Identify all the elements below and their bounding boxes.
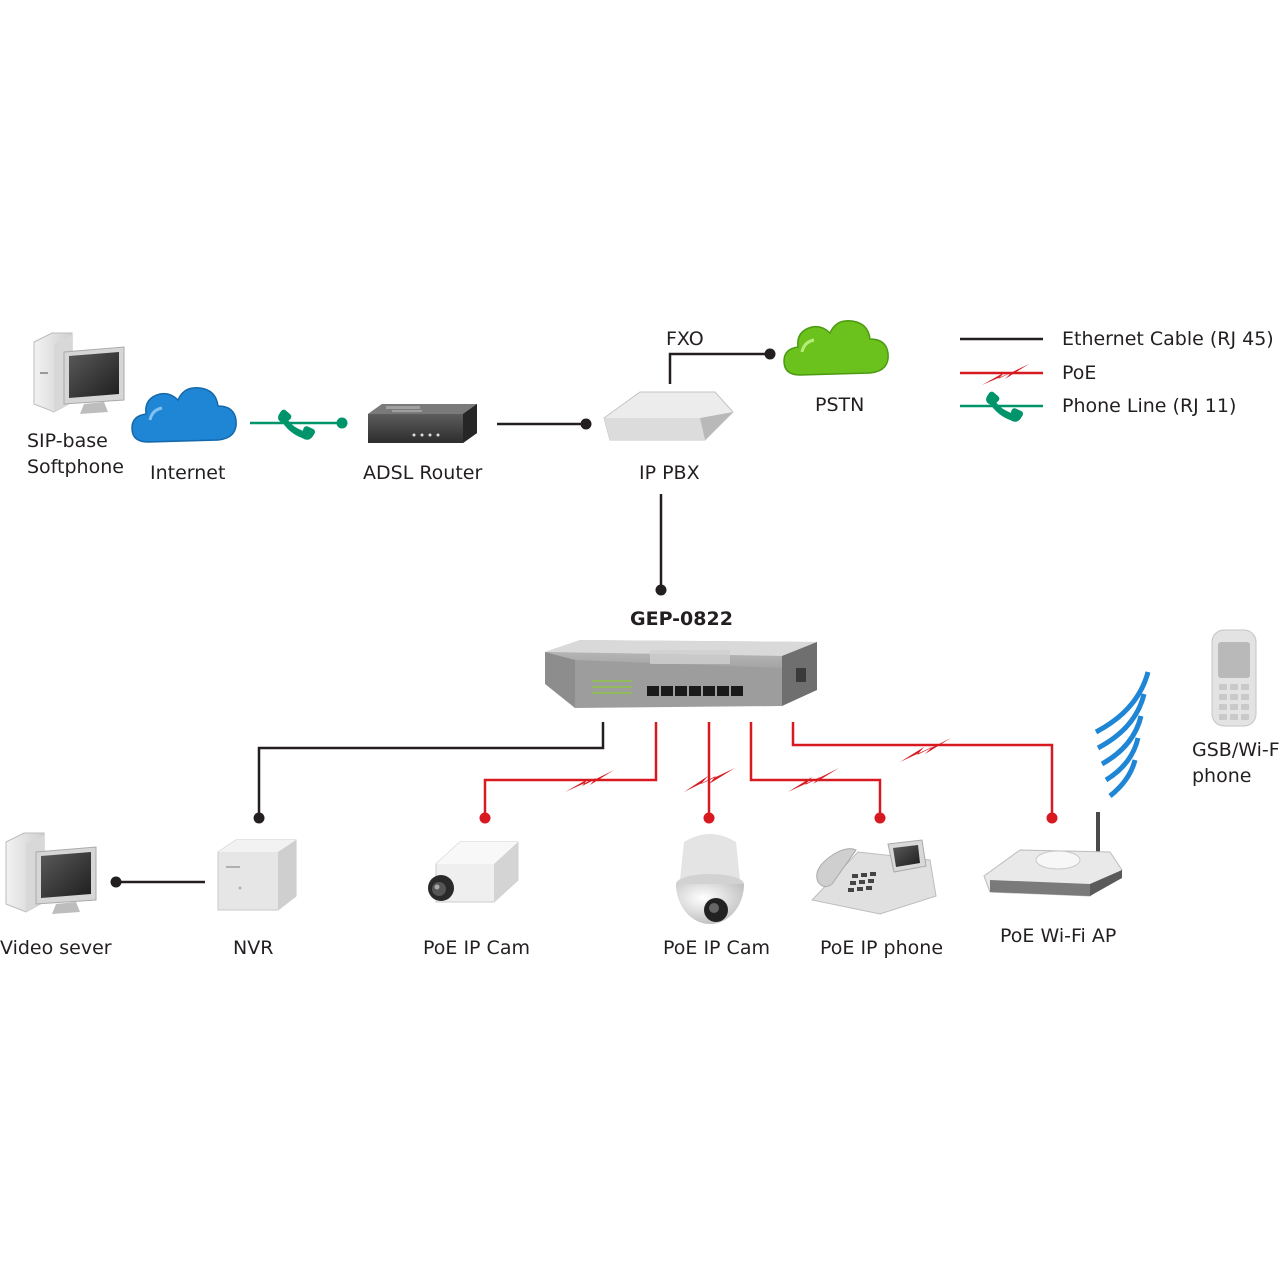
node-switch: GEP-0822 (545, 608, 817, 708)
ip-cam-dome-label: PoE IP Cam (663, 937, 770, 959)
desk-phone-icon (811, 839, 937, 915)
cloud-icon (783, 320, 889, 376)
mobile-phone-label-line2: phone (1192, 765, 1251, 787)
node-ip-phone: PoE IP phone (811, 839, 943, 959)
wifi-signal-icon (1094, 671, 1151, 798)
phone-line-internet-router (250, 409, 348, 440)
poe-switch-box-cam (479, 722, 658, 824)
ip-cam-box-label: PoE IP Cam (423, 937, 530, 959)
lightning-icon (788, 768, 839, 792)
fxo-label: FXO (666, 328, 704, 350)
ip-pbx-label: IP PBX (639, 462, 700, 484)
wifi-ap-label: PoE Wi-Fi AP (1000, 925, 1116, 947)
switch-label: GEP-0822 (630, 608, 733, 630)
node-wifi-ap: PoE Wi-Fi AP (983, 812, 1123, 947)
lightning-icon (982, 364, 1029, 385)
legend-phone-label: Phone Line (RJ 11) (1062, 395, 1236, 417)
cloud-icon (131, 387, 237, 443)
poe-switch-wifi-ap (791, 722, 1058, 824)
wireless-ap-icon (983, 812, 1123, 897)
desktop-computer-icon (5, 832, 97, 914)
poe-switch-ip-phone (749, 722, 886, 824)
ethernet-ports (647, 686, 743, 696)
status-leds (592, 680, 632, 694)
connections (110, 348, 1058, 888)
keypad (848, 872, 876, 892)
lightning-icon (900, 738, 951, 762)
ethernet-switch-nvr (253, 722, 605, 824)
legend-poe-label: PoE (1062, 362, 1096, 384)
legend: Ethernet Cable (RJ 45) PoE Phone Line (R… (960, 328, 1274, 422)
softphone-label-line2: Softphone (27, 456, 124, 478)
router-icon (368, 404, 477, 443)
node-softphone: SIP-base Softphone (27, 332, 125, 478)
legend-poe-line (960, 364, 1043, 385)
lightning-icon (684, 768, 735, 792)
node-mobile-phone: GSB/Wi-Fi phone (1192, 629, 1280, 787)
desktop-computer-icon (33, 332, 125, 414)
poe-switch-icon (545, 640, 817, 708)
node-ip-cam-dome: PoE IP Cam (663, 834, 770, 959)
legend-ethernet-label: Ethernet Cable (RJ 45) (1062, 328, 1274, 350)
node-nvr: NVR (217, 839, 297, 959)
node-pstn: PSTN (783, 320, 889, 416)
mobile-phone-icon (1211, 629, 1257, 727)
ethernet-router-pbx (497, 418, 592, 430)
ethernet-videoserver-nvr (110, 876, 205, 888)
internet-label: Internet (150, 462, 225, 484)
brand-logo (796, 668, 806, 682)
box-camera-icon (428, 841, 519, 903)
lightning-icon (565, 770, 614, 792)
ip-phone-label: PoE IP phone (820, 937, 943, 959)
pstn-label: PSTN (815, 394, 864, 416)
softphone-label-line1: SIP-base (27, 430, 108, 452)
adsl-router-label: ADSL Router (363, 462, 482, 484)
node-ip-pbx: FXO IP PBX (603, 328, 734, 484)
node-adsl-router: ADSL Router (363, 404, 482, 484)
node-internet: Internet (131, 387, 237, 484)
legend-phone-line (960, 391, 1043, 422)
mobile-phone-label-line1: GSB/Wi-Fi (1192, 739, 1280, 761)
node-video-server: Video sever (0, 832, 112, 959)
poe-switch-dome-cam (684, 722, 735, 824)
dome-camera-icon (676, 834, 744, 924)
ethernet-pbx-pstn (668, 348, 776, 384)
node-ip-cam-box: PoE IP Cam (423, 841, 530, 959)
nvr-label: NVR (233, 937, 273, 959)
pbx-device-icon (603, 391, 734, 441)
video-server-label: Video sever (0, 937, 112, 959)
phone-handset-icon (278, 409, 315, 440)
phone-handset-icon (986, 391, 1023, 422)
nvr-box-icon (217, 839, 297, 911)
ethernet-pbx-switch (655, 494, 667, 596)
